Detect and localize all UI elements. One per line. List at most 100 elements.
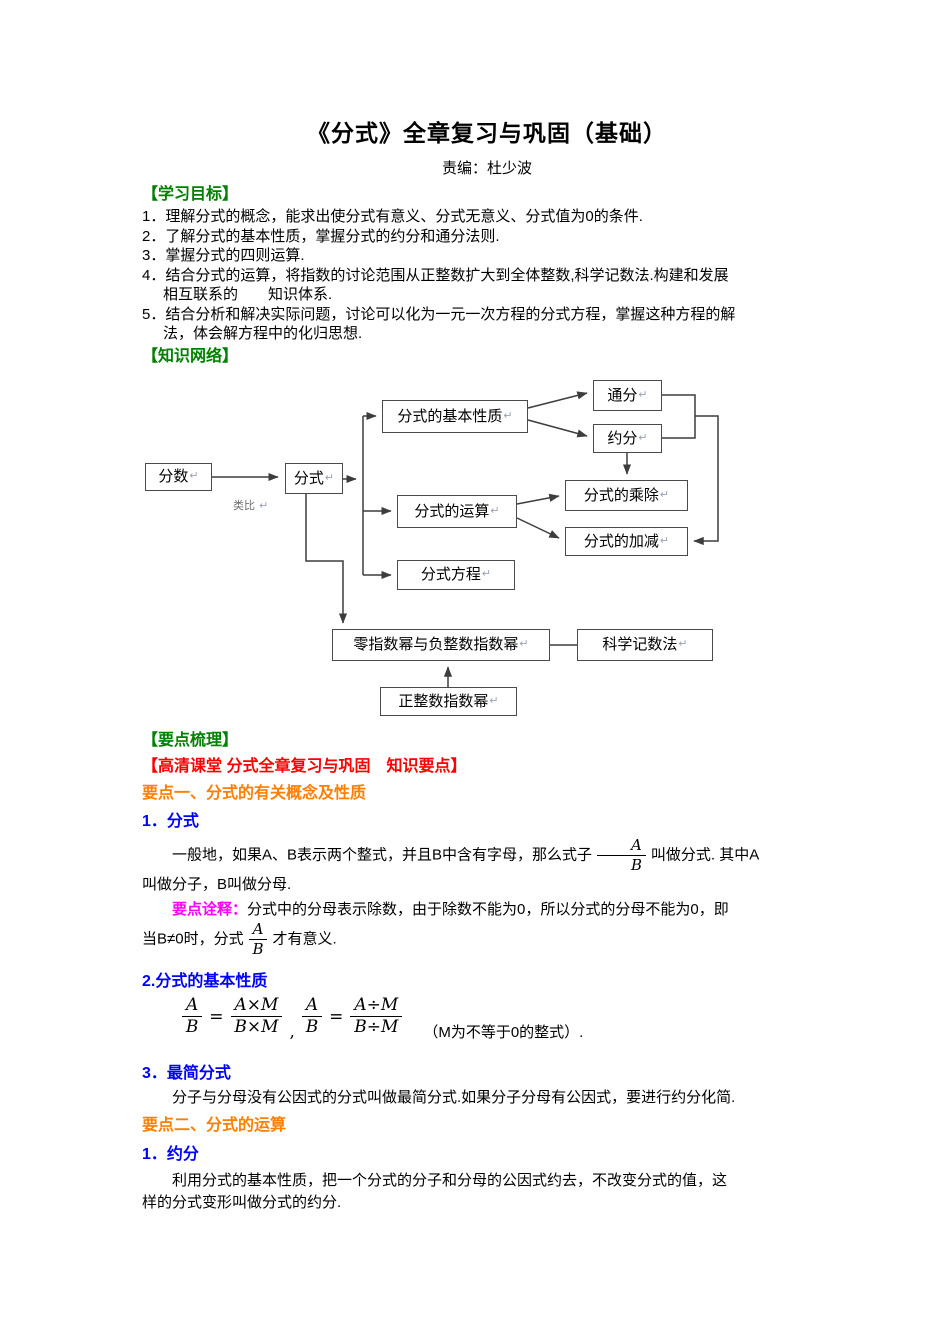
numerator: A÷M <box>350 995 403 1018</box>
node-operations: 分式的运算↵ <box>397 494 517 528</box>
return-mark: ↵ <box>659 488 670 501</box>
keypoint-1-header: 要点一、分式的有关概念及性质 <box>142 784 367 802</box>
denominator: B <box>185 1017 199 1038</box>
text-run: 分式中的分母表示除数，由于除数不能为0，所以分式的分母不能为0，即 <box>247 901 729 918</box>
denominator: B <box>630 855 642 874</box>
obj-number: 2． <box>142 227 166 245</box>
denominator: B <box>252 940 264 959</box>
numerator: A <box>248 920 268 941</box>
section-header-outline: 【要点梳理】 <box>142 731 239 749</box>
obj-number: 4． <box>142 266 166 284</box>
node-label: 科学记数法 <box>602 636 678 653</box>
node-label: 分式的基本性质 <box>397 407 503 425</box>
node-positive-exponent: 正整数指数幂↵ <box>380 686 517 716</box>
node-fractional-equation: 分式方程↵ <box>397 559 515 590</box>
obj-text: 结合分式的运算，将指数的讨论范围从正整数扩大到全体整数,科学记数法.构建和发展 … <box>163 266 729 304</box>
return-mark: ↵ <box>481 568 492 580</box>
heading-fenshi: 1．分式 <box>142 812 199 830</box>
node-label: 分数 <box>158 468 189 485</box>
list-item: 5．结合分析和解决实际问题，讨论可以化为一元一次方程的分式方程，掌握这种方程的解… <box>142 305 832 344</box>
obj-text: 理解分式的概念，能求出使分式有意义、分式无意义、分式值为0的条件. <box>165 208 643 225</box>
return-mark: ↵ <box>489 694 499 707</box>
text-run: 当B≠0时，分式 <box>142 930 244 948</box>
text-run: 才有意义. <box>272 930 337 948</box>
knowledge-network-diagram: 分数↵ 分式↵ 分式的基本性质↵ 通分↵ 约分↵ 分式的运算↵ 分式的乘除↵ 分… <box>130 370 830 726</box>
node-scientific-notation: 科学记数法↵ <box>577 628 713 661</box>
text-run: 叫做分式. 其中A <box>650 846 760 864</box>
node-label: 分式的加减 <box>583 532 659 550</box>
node-common-denominator: 通分↵ <box>593 379 662 411</box>
node-rational-expression: 分式↵ <box>285 462 343 494</box>
equals-sign: = <box>329 1006 344 1027</box>
keynote-label: 要点诠释： <box>172 901 248 918</box>
node-label: 通分 <box>607 386 638 404</box>
keypoint-2-header: 要点二、分式的运算 <box>142 1117 287 1135</box>
list-item: 3．掌握分式的四则运算. <box>142 246 832 266</box>
return-mark: ↵ <box>638 431 648 444</box>
denominator: B÷M <box>354 1017 399 1038</box>
obj-number: 1． <box>142 208 166 225</box>
return-mark: ↵ <box>519 638 529 650</box>
return-mark: ↵ <box>638 388 648 401</box>
obj-text: 结合分析和解决实际问题，讨论可以化为一元一次方程的分式方程，掌握这种方程的解 法… <box>163 305 736 343</box>
heading-basic-property: 2.分式的基本性质 <box>142 972 268 990</box>
return-mark: ↵ <box>324 471 335 484</box>
heading-simplest-fraction: 3．最简分式 <box>142 1065 231 1083</box>
node-label: 分式的运算 <box>414 502 490 520</box>
node-label: 分式方程 <box>420 566 481 583</box>
node-label: 约分 <box>607 429 638 447</box>
node-zero-negative-exponent: 零指数幂与负整数指数幂↵ <box>332 628 550 661</box>
connector-arrows-svg <box>212 390 719 687</box>
node-basic-property: 分式的基本性质↵ <box>382 399 528 433</box>
hd-classroom-line: 【高清课堂 分式全章复习与巩固 知识要点】 <box>142 757 467 775</box>
para-keynote: 要点诠释：分式中的分母表示除数，由于除数不能为0，所以分式的分母不能为0，即 当… <box>142 899 834 959</box>
node-fraction: 分数↵ <box>145 462 212 491</box>
comma: , <box>289 1022 295 1043</box>
para-simplest-fraction: 分子与分母没有公因式的分式叫做最简分式.如果分子分母有公因式，要进行约分化简. <box>172 1089 736 1107</box>
node-label: 正整数指数幂 <box>398 692 489 710</box>
numerator: A <box>597 836 646 856</box>
numerator: A×M <box>230 995 283 1018</box>
return-mark: ↵ <box>490 504 500 517</box>
list-item: 4．结合分式的运算，将指数的讨论范围从正整数扩大到全体整数,科学记数法.构建和发… <box>142 266 832 305</box>
list-item: 1．理解分式的概念，能求出使分式有意义、分式无意义、分式值为0的条件. <box>142 207 832 227</box>
node-add-subtract: 分式的加减↵ <box>565 526 688 556</box>
analogy-text: 类比 <box>233 499 255 512</box>
node-reduction: 约分↵ <box>593 423 662 453</box>
numerator: A <box>301 995 323 1018</box>
text-run: 一般地，如果A、B表示两个整式，并且B中含有字母，那么式子 <box>172 846 593 864</box>
obj-number: 5． <box>142 305 166 323</box>
section-header-objectives: 【学习目标】 <box>142 186 239 203</box>
node-multiply-divide: 分式的乘除↵ <box>565 479 688 511</box>
obj-number: 3． <box>142 247 166 264</box>
denominator: B <box>305 1017 319 1038</box>
return-mark: ↵ <box>659 534 670 547</box>
text-run: 利用分式的基本性质，把一个分式的分子和分母的公因式约去，不改变分式的值，这 <box>172 1172 728 1190</box>
section-header-network: 【知识网络】 <box>142 347 239 365</box>
return-mark: ↵ <box>503 409 513 422</box>
numerator: A <box>182 995 203 1018</box>
formula-note: （M为不等于0的整式）. <box>423 1024 584 1042</box>
text-run: 样的分式变形叫做分式的约分. <box>142 1194 342 1212</box>
text-run: 叫做分子，B叫做分母. <box>142 876 292 893</box>
node-label: 分式的乘除 <box>583 486 659 504</box>
heading-reduction: 1．约分 <box>142 1146 199 1164</box>
para-reduction: 利用分式的基本性质，把一个分式的分子和分母的公因式约去，不改变分式的值，这 样的… <box>142 1170 834 1214</box>
equals-sign: = <box>209 1006 224 1027</box>
doc-title: 《分式》全章复习与巩固（基础） <box>307 120 667 146</box>
node-label: 零指数幂与负整数指数幂 <box>353 636 519 653</box>
return-mark: ↵ <box>678 638 688 650</box>
node-label: 分式 <box>293 469 324 487</box>
return-mark: ↵ <box>189 470 199 482</box>
obj-text: 了解分式的基本性质，掌握分式的约分和通分法则. <box>165 227 500 245</box>
